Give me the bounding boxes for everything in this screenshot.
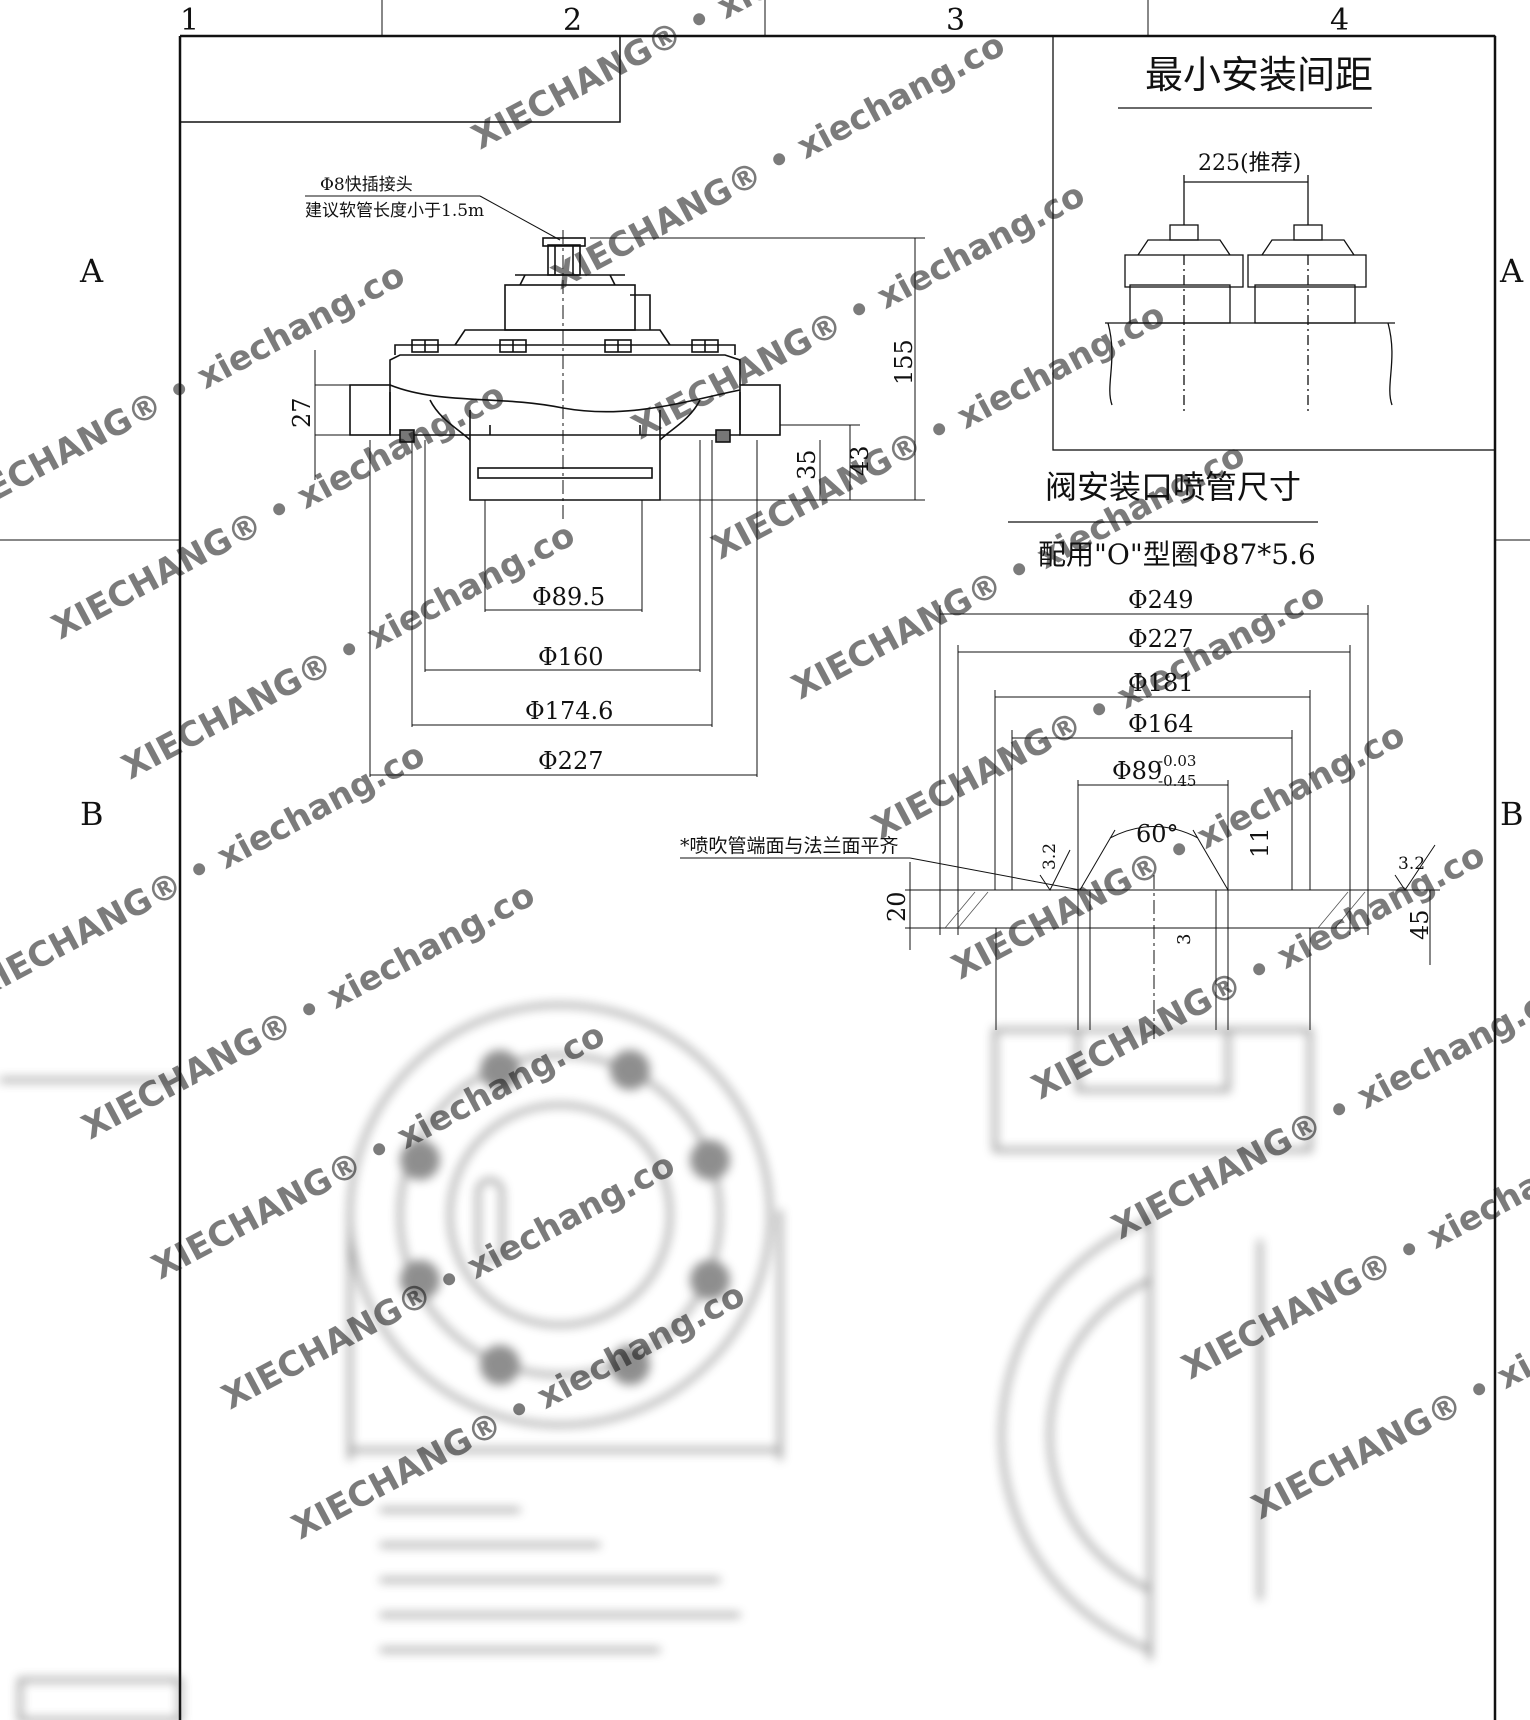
valve-dimensions <box>314 237 925 777</box>
row-labels: A B A B <box>79 252 1524 833</box>
col-label-4: 4 <box>1330 3 1349 38</box>
dim-3: 3 <box>1174 934 1195 945</box>
dim-155: 155 <box>890 339 918 385</box>
dim-d249: Φ249 <box>1128 586 1193 614</box>
col-label-3: 3 <box>946 3 965 38</box>
fitting-note-line1: Φ8快插接头 <box>320 175 413 195</box>
nozzle-section-title: 阀安装口喷管尺寸 <box>1045 468 1301 506</box>
dim-43: 43 <box>846 445 874 476</box>
blurred-lower-region <box>0 1003 1312 1720</box>
nozzle-flange-hatch <box>944 891 1366 929</box>
row-label-a-left: A <box>79 252 104 290</box>
dim-27: 27 <box>288 397 316 428</box>
nozzle-dimension-lines <box>680 605 1440 1040</box>
fitting-note-line2: 建议软管长度小于1.5m <box>305 201 484 221</box>
dim-d89: Φ89 <box>1112 757 1162 785</box>
valve-side-view <box>349 230 781 520</box>
dim-3-2-right: 3.2 <box>1398 854 1425 874</box>
dim-20: 20 <box>883 891 911 922</box>
dim-d227: Φ227 <box>538 747 603 775</box>
dim-45: 45 <box>1406 909 1434 940</box>
flush-note: *喷吹管端面与法兰面平齐 <box>680 835 899 857</box>
dim-3-2-left: 3.2 <box>1040 843 1060 870</box>
col-label-1: 1 <box>180 3 199 38</box>
spacing-box-title: 最小安装间距 <box>1145 53 1373 97</box>
dim-d89-5: Φ89.5 <box>532 583 605 611</box>
dim-d89-tol-lower: -0.45 <box>1158 772 1196 790</box>
nozzle-dimension-labels: Φ249 Φ227 Φ181 Φ164 Φ89 -0.03 -0.45 60° … <box>680 586 1434 945</box>
row-label-b-right: B <box>1500 795 1524 833</box>
dim-d160: Φ160 <box>538 643 603 671</box>
valve-dimension-labels: 155 27 35 43 Φ89.5 Φ160 Φ174.6 Φ227 <box>288 339 918 775</box>
dim-35: 35 <box>793 449 821 480</box>
spacing-dim-label: 225(推荐) <box>1198 151 1301 176</box>
row-label-b-left: B <box>80 795 104 833</box>
dim-11: 11 <box>1246 827 1274 858</box>
column-labels: 1 2 3 4 <box>180 3 1349 38</box>
fitting-callout <box>305 195 561 241</box>
dim-d89-tol-upper: -0.03 <box>1158 752 1196 770</box>
dim-d181: Φ181 <box>1128 669 1193 697</box>
oring-note: 配用"O"型圈Φ87*5.6 <box>1038 538 1316 571</box>
col-label-2: 2 <box>563 3 582 38</box>
dim-d227-nozzle: Φ227 <box>1128 625 1193 653</box>
dim-d174-6: Φ174.6 <box>525 697 613 725</box>
dim-d164: Φ164 <box>1128 710 1193 738</box>
spacing-box <box>1052 35 1496 451</box>
dim-60-degree: 60° <box>1136 820 1179 848</box>
row-label-a-right: A <box>1499 252 1524 290</box>
